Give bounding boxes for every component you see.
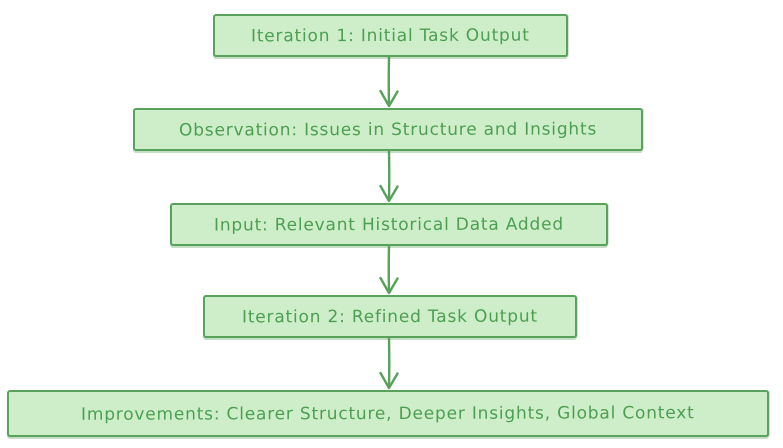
flow-node-improvements: Improvements: Clearer Structure, Deeper … (7, 390, 769, 437)
flow-node-label: Iteration 2: Refined Task Output (242, 306, 538, 327)
flow-node-iteration-2: Iteration 2: Refined Task Output (203, 295, 577, 338)
flow-node-observation: Observation: Issues in Structure and Ins… (133, 108, 643, 151)
arrow-down-icon (379, 151, 399, 203)
flow-node-iteration-1: Iteration 1: Initial Task Output (213, 14, 568, 57)
arrow-down-icon (379, 57, 399, 108)
flow-node-label: Input: Relevant Historical Data Added (213, 214, 564, 235)
flow-node-label: Improvements: Clearer Structure, Deeper … (81, 402, 695, 425)
arrow-down-icon (379, 246, 399, 295)
flow-node-label: Observation: Issues in Structure and Ins… (178, 118, 598, 141)
flow-node-input: Input: Relevant Historical Data Added (170, 203, 608, 246)
arrow-down-icon (379, 338, 399, 390)
flow-node-label: Iteration 1: Initial Task Output (251, 25, 530, 46)
